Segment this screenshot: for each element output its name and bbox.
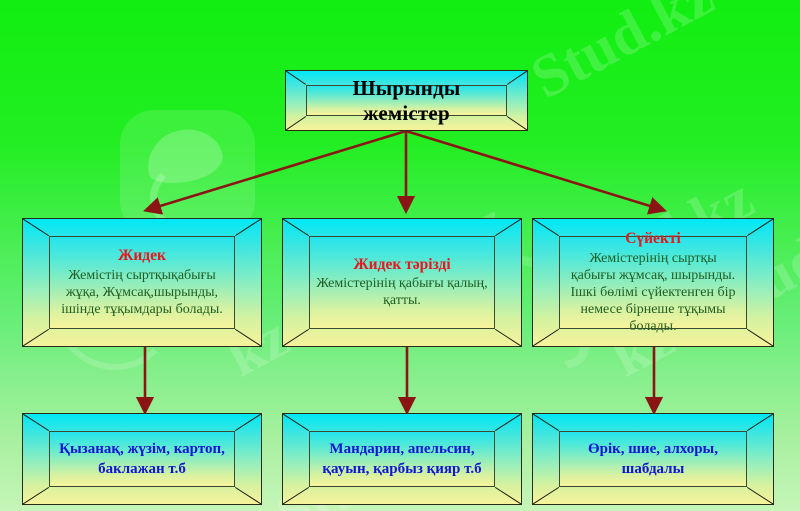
category-node-inner-2: Жидек тәрізді Жемістерінің қабығы қалың,…: [309, 236, 495, 329]
category-heading-1: Жидек: [118, 247, 166, 265]
example-node-box-2[interactable]: Мандарин, апельсин, қауын, қарбыз қияр т…: [282, 413, 522, 505]
box-bevel: [283, 414, 521, 504]
category-description-3: Жемістерінің сыртқы қабығы жұмсақ, шырын…: [570, 250, 736, 334]
example-node-inner-1: Қызанақ, жүзім, картоп, баклажан т.б: [49, 431, 235, 487]
box-bevel: [286, 71, 527, 130]
watermark-logo-icon: [120, 110, 255, 235]
example-list-2: Мандарин, апельсин, қауын, қарбыз қияр т…: [322, 440, 482, 477]
watermark-text: Stud.kz: [520, 0, 724, 112]
example-node-inner-3: Өрік, шие, алхоры, шабдалы: [559, 431, 747, 487]
category-heading-3: Сүйекті: [625, 230, 681, 248]
category-node-inner-3: Сүйекті Жемістерінің сыртқы қабығы жұмса…: [559, 230, 747, 334]
box-bevel: [533, 219, 773, 346]
example-node-box-1[interactable]: Қызанақ, жүзім, картоп, баклажан т.б: [22, 413, 262, 505]
example-list-3: Өрік, шие, алхоры, шабдалы: [587, 440, 719, 477]
example-node-box-3[interactable]: Өрік, шие, алхоры, шабдалы: [532, 413, 774, 505]
box-bevel: [23, 414, 261, 504]
category-description-1: Жемістің сыртқықабығы жұқа, Жұмсақ,шырын…: [61, 267, 223, 317]
root-node-inner: Шырынды жемістер: [306, 76, 507, 125]
category-description-2: Жемістерінің қабығы қалың, қатты.: [316, 276, 488, 309]
category-heading-2: Жидек тәрізді: [353, 255, 451, 273]
root-node-box[interactable]: Шырынды жемістер: [285, 70, 528, 131]
box-bevel: [23, 219, 261, 346]
category-node-box-3[interactable]: Сүйекті Жемістерінің сыртқы қабығы жұмса…: [532, 218, 774, 347]
example-node-inner-2: Мандарин, апельсин, қауын, қарбыз қияр т…: [309, 431, 495, 487]
category-node-box-2[interactable]: Жидек тәрізді Жемістерінің қабығы қалың,…: [282, 218, 522, 347]
box-bevel: [283, 219, 521, 346]
category-node-box-1[interactable]: Жидек Жемістің сыртқықабығы жұқа, Жұмсақ…: [22, 218, 262, 347]
category-node-inner-1: Жидек Жемістің сыртқықабығы жұқа, Жұмсақ…: [49, 236, 235, 329]
example-list-1: Қызанақ, жүзім, картоп, баклажан т.б: [59, 440, 225, 477]
box-bevel: [533, 414, 773, 504]
root-node-title: Шырынды жемістер: [352, 76, 461, 125]
